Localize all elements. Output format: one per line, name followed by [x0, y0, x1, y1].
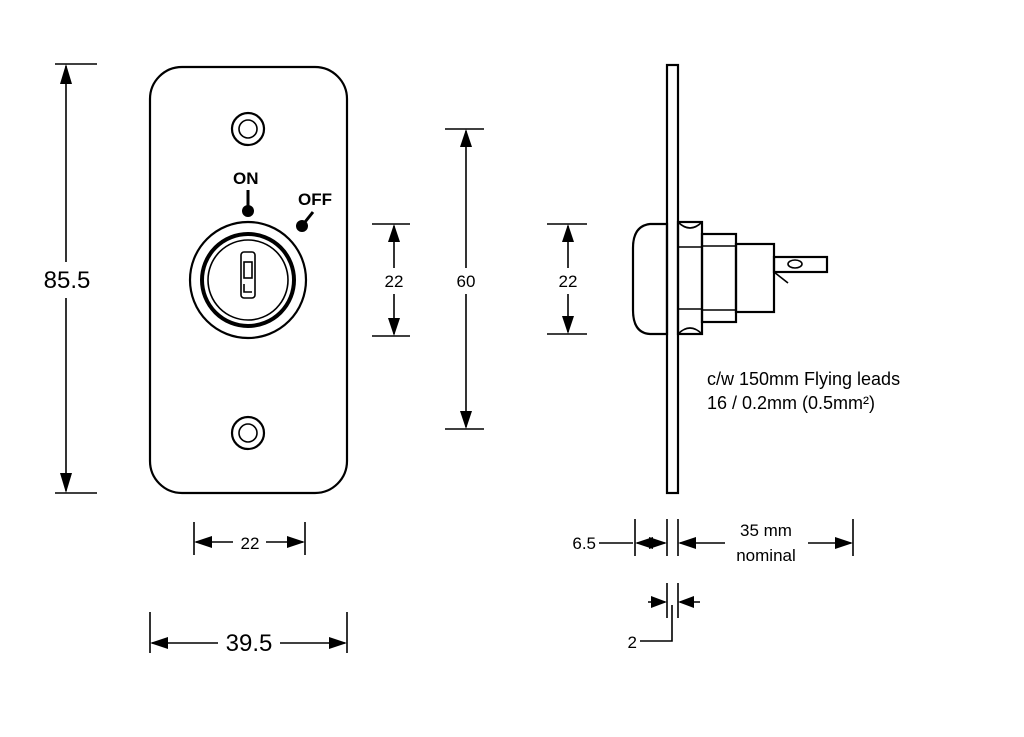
side-view: 22 c/w 150mm Flying leads 16 / 0.2mm (0.…: [547, 63, 900, 652]
width-label: 39.5: [226, 630, 273, 657]
key-height-label: 22: [385, 272, 404, 291]
note-line-2: 16 / 0.2mm (0.5mm²): [707, 393, 875, 413]
bezel: [631, 222, 669, 336]
key-spacing-dimension: 22: [193, 522, 306, 555]
key-height-dimension: 22: [372, 223, 410, 337]
bottom-mounting-hole: [230, 415, 266, 451]
depth-sub-label: nominal: [736, 546, 796, 565]
height-dimension: 85.5: [44, 63, 97, 494]
body-height-dimension: 22: [547, 223, 587, 335]
height-label: 85.5: [44, 267, 91, 294]
faceplate: [148, 65, 349, 495]
front-view: ON OFF 85.5: [44, 63, 484, 657]
hex-nut: [676, 220, 704, 336]
terminal-tab: [772, 255, 829, 284]
note-line-1: c/w 150mm Flying leads: [707, 369, 900, 389]
body-height-label: 22: [559, 272, 578, 291]
flange-label: 6.5: [572, 534, 596, 553]
width-dimension: 39.5: [149, 612, 348, 657]
plate-thickness-dimension: 2: [628, 583, 700, 652]
plate-label: 2: [628, 633, 637, 652]
off-indicator-icon: [296, 211, 315, 232]
on-indicator-icon: [242, 190, 254, 217]
depth-dimensions: 6.5 35 mm nominal: [572, 519, 854, 565]
key-spacing-label: 22: [241, 534, 260, 553]
hole-pitch-dimension: 60: [445, 128, 484, 430]
side-plate: [665, 63, 680, 495]
top-mounting-hole: [230, 111, 266, 147]
depth-label: 35 mm: [740, 521, 792, 540]
key-cylinder: [188, 220, 308, 340]
off-label: OFF: [298, 190, 332, 209]
hole-pitch-label: 60: [457, 272, 476, 291]
threaded-body: [700, 232, 738, 324]
switch-housing: [734, 242, 776, 314]
on-label: ON: [233, 169, 259, 188]
